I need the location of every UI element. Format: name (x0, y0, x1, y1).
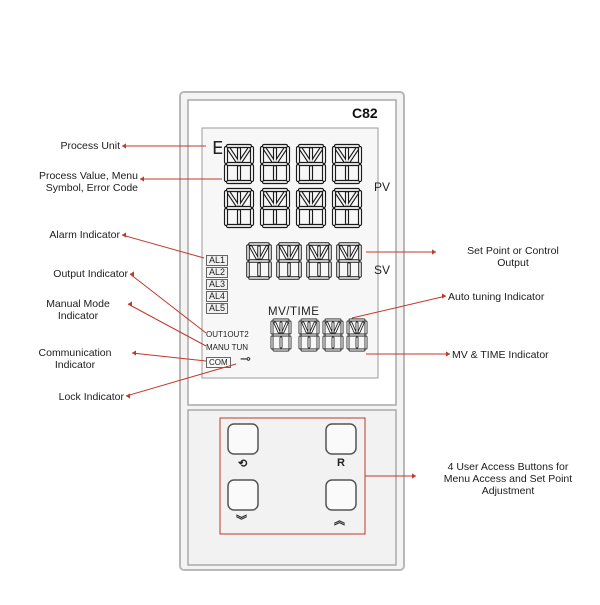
leader-buttons-arrowhead (412, 473, 416, 479)
leader-lock (125, 363, 237, 397)
pv-digit-top-3-inner (297, 145, 325, 183)
sv-tag: SV (374, 263, 391, 277)
leader-output-arrowhead (130, 271, 134, 277)
leader-autotune (351, 295, 447, 319)
leader-alarm-arrowhead (122, 232, 126, 238)
label-manual-2: Indicator (57, 310, 99, 322)
label-buttons-2: Menu Access and Set Point (443, 473, 573, 485)
pv-digit-bottom-2-inner (261, 189, 289, 227)
sv-digit-3-inner (307, 243, 331, 279)
set-button-glyph: ⟲ (238, 458, 248, 470)
leader-autotune-arrowhead (442, 293, 446, 299)
leader-lines (121, 143, 450, 479)
mv-time-tag: MV/TIME (268, 306, 320, 318)
label-process-value-1: Process Value, Menu (38, 170, 138, 182)
segment-digits (223, 143, 368, 352)
mv-digit-4-inner (347, 319, 367, 351)
label-process-unit: Process Unit (60, 140, 120, 152)
mv-digit-3-inner (323, 319, 343, 351)
pv-digit-bottom-3-inner (297, 189, 325, 227)
up-icon: ︽ (334, 515, 345, 527)
up-button[interactable] (325, 479, 357, 511)
leader-alarm (121, 234, 205, 259)
leader-setpoint-arrowhead (432, 249, 436, 255)
label-manual-1: Manual Mode (46, 298, 110, 310)
lock-icon: ⊸ (240, 351, 251, 366)
leader-output (129, 273, 207, 334)
down-button[interactable] (227, 479, 259, 511)
label-comm-2: Indicator (54, 359, 96, 371)
r-button[interactable] (325, 423, 357, 455)
leader-process-value-arrowhead (140, 176, 144, 182)
sv-digit-2-inner (277, 243, 301, 279)
alarm-5: AL5 (206, 303, 229, 314)
sv-digit-1-inner (247, 243, 271, 279)
leader-comm (131, 352, 207, 362)
label-lock: Lock Indicator (58, 391, 124, 403)
r-button-glyph: R (337, 457, 345, 469)
pv-digit-bottom-1-inner (225, 189, 253, 227)
pv-tag: PV (374, 180, 391, 194)
alarm-3: AL3 (206, 279, 229, 290)
label-output: Output Indicator (53, 268, 128, 280)
leader-manual (127, 303, 207, 347)
label-comm-1: Communication (38, 347, 112, 359)
label-alarm: Alarm Indicator (49, 229, 120, 241)
process-unit-symbol: E (212, 138, 224, 159)
output-indicator-tag: OUT1OUT2 (206, 330, 249, 339)
comm-indicator-tag: COM (206, 357, 231, 368)
alarm-4: AL4 (206, 291, 229, 302)
down-icon: ︾ (236, 515, 247, 527)
label-buttons-1: 4 User Access Buttons for (447, 461, 569, 473)
mv-digit-2-inner (299, 319, 319, 351)
mv-digit-1-inner (271, 319, 291, 351)
label-setpoint-1: Set Point or Control (467, 245, 559, 257)
model-label: C82 (352, 105, 378, 121)
label-setpoint-2: Output (497, 257, 529, 269)
leader-comm-arrowhead (132, 350, 136, 356)
label-process-value-2: Symbol, Error Code (45, 182, 138, 194)
keypad-panel (187, 409, 397, 566)
alarm-2: AL2 (206, 267, 229, 278)
leader-mvtime-arrowhead (446, 351, 450, 357)
pv-digit-top-1-inner (225, 145, 253, 183)
leader-process-unit-arrowhead (122, 143, 126, 149)
alarm-1: AL1 (206, 255, 229, 266)
leader-lock-arrowhead (126, 393, 130, 399)
set-button[interactable] (227, 423, 259, 455)
leader-manual-arrowhead (128, 301, 132, 307)
pv-digit-top-4-inner (333, 145, 361, 183)
sv-digit-4-inner (337, 243, 361, 279)
label-buttons-3: Adjustment (481, 485, 535, 497)
pv-digit-top-2-inner (261, 145, 289, 183)
pv-digit-bottom-4-inner (333, 189, 361, 227)
manual-indicator-tag: MANU TUN (206, 343, 249, 352)
label-autotune: Auto tuning Indicator (448, 291, 545, 303)
label-mvtime: MV & TIME Indicator (452, 349, 549, 361)
